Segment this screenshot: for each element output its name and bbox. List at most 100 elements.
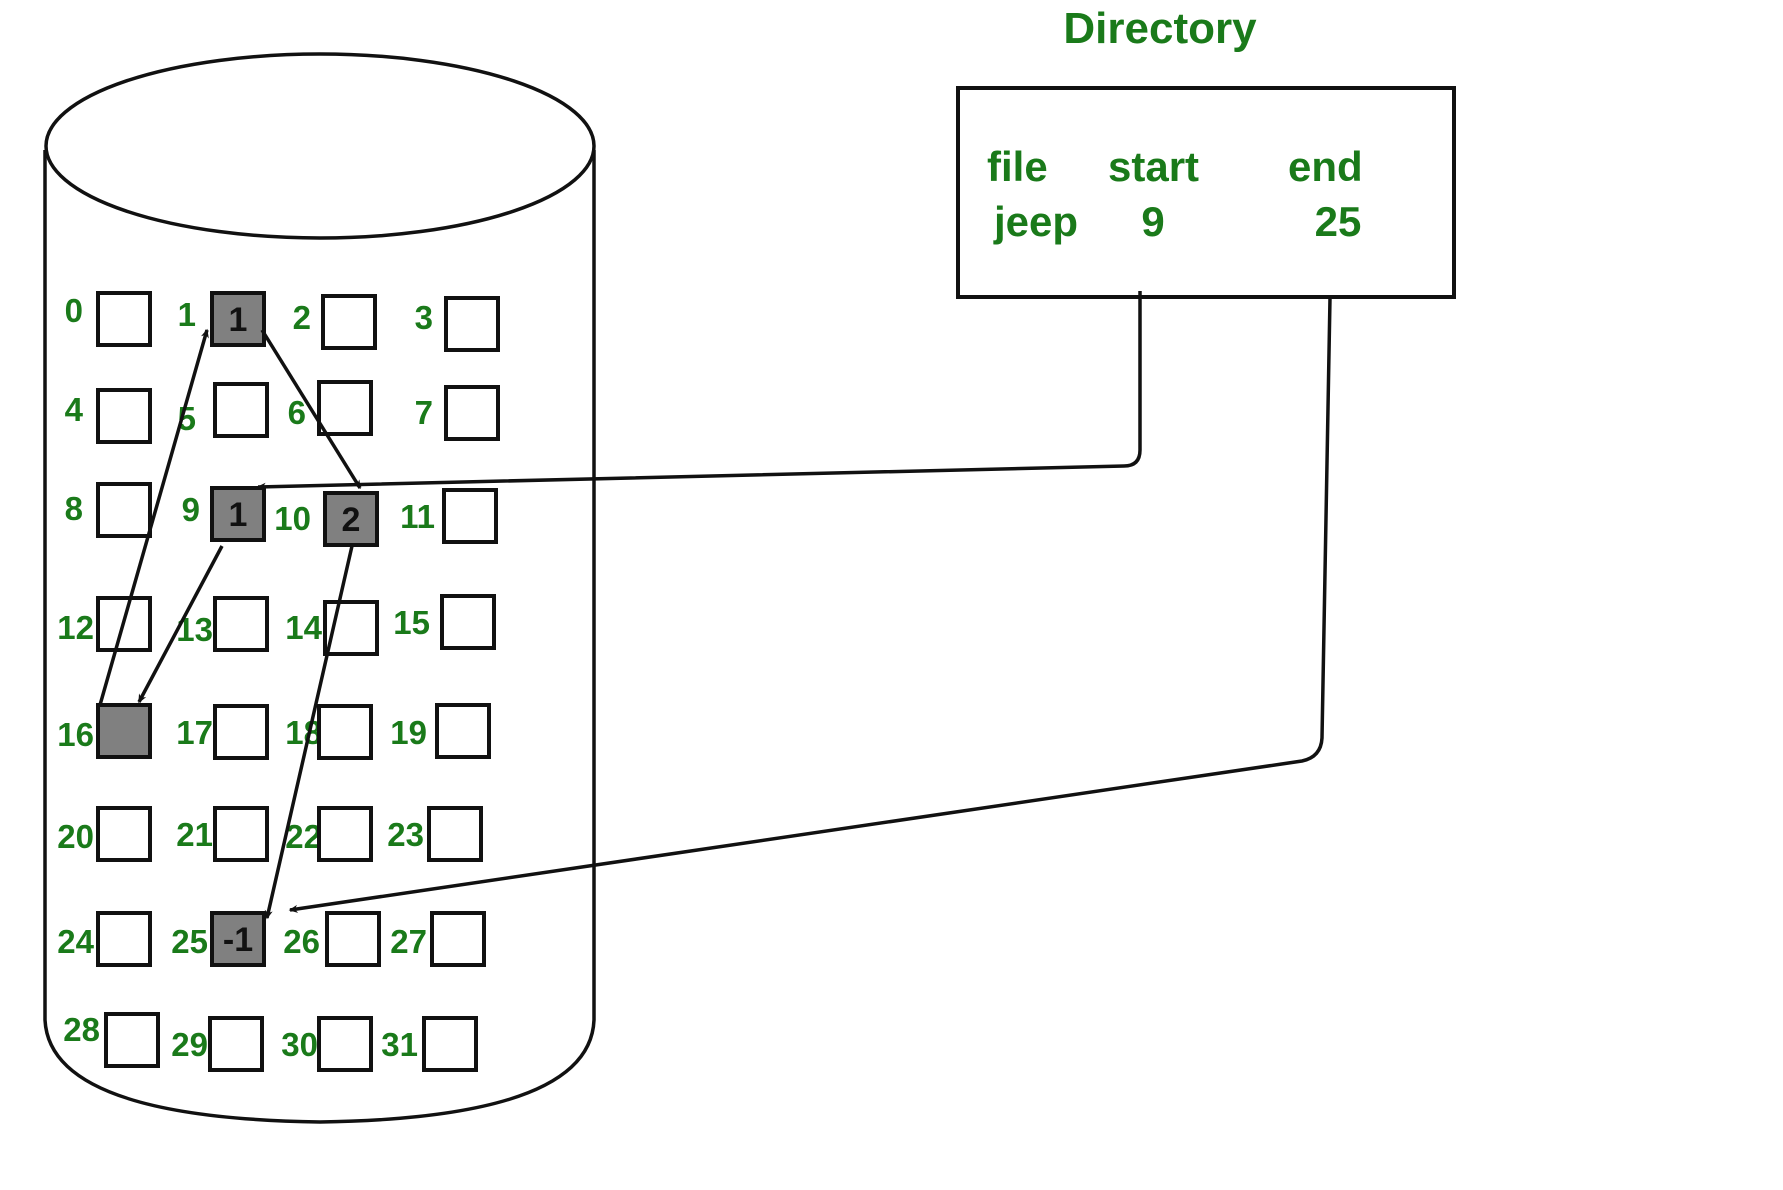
block-number-label: 29 (171, 1026, 208, 1063)
arrow-block-9-to-block-16 (137, 545, 224, 704)
disk-block-7: 7 (415, 385, 500, 441)
disk-block-28: 28 (63, 1011, 160, 1068)
block-number-label: 9 (182, 491, 200, 528)
disk-cylinder (43, 52, 596, 1124)
disk-block-6: 6 (288, 380, 373, 436)
disk-block-21: 21 (176, 806, 269, 862)
directory-header-end: end (1288, 143, 1363, 190)
block-number-label: 5 (178, 400, 196, 437)
block-number-label: 23 (387, 816, 424, 853)
block-number-label: 0 (65, 292, 83, 329)
free-block-cell (213, 806, 269, 862)
free-block-cell (422, 1016, 478, 1072)
free-block-cell (442, 488, 498, 544)
allocated-block-cell (210, 486, 266, 542)
block-number-label: 3 (415, 299, 433, 336)
block-number-label: 16 (57, 716, 94, 753)
disk-block-0: 0 (65, 291, 152, 347)
cylinder-body (43, 150, 596, 1124)
block-number-label: 13 (176, 611, 213, 648)
disk-block-23: 23 (387, 806, 483, 862)
arrow-block-1-to-block-10 (260, 329, 362, 490)
free-block-cell (444, 296, 500, 352)
free-block-cell (317, 380, 373, 436)
directory-table-box (956, 86, 1456, 299)
free-block-cell (430, 911, 486, 967)
next-pointer-value: 1 (229, 496, 248, 534)
disk-block-19: 19 (390, 703, 491, 759)
block-number-label: 20 (57, 818, 94, 855)
block-number-label: 14 (285, 609, 322, 646)
disk-block-30: 30 (281, 1016, 373, 1072)
block-number-label: 4 (65, 391, 84, 428)
allocated-block-cell (210, 291, 266, 347)
block-number-label: 24 (57, 923, 94, 960)
free-block-cell (325, 911, 381, 967)
free-block-cell (96, 291, 152, 347)
cylinder-top (44, 52, 596, 240)
block-number-label: 15 (393, 604, 430, 641)
disk-block-27: 27 (390, 911, 486, 967)
disk-block-2: 2 (293, 294, 377, 350)
free-block-cell (427, 806, 483, 862)
free-block-cell (208, 1016, 264, 1072)
block-number-label: 28 (63, 1011, 100, 1048)
disk-block-31: 31 (381, 1016, 478, 1072)
next-pointer-value: -1 (223, 921, 253, 959)
free-block-cell (213, 704, 269, 760)
disk-block-14: 14 (285, 600, 379, 656)
disk-block-25: 25-1 (171, 911, 266, 967)
disk-block-3: 3 (415, 296, 500, 352)
free-block-cell (96, 806, 152, 862)
directory-cell-start: 9 (1141, 198, 1164, 245)
directory-row[interactable]: jeep 9 25 (993, 198, 1361, 245)
free-block-cell (435, 703, 491, 759)
free-block-cell (321, 294, 377, 350)
disk-block-8: 8 (65, 482, 152, 538)
directory-title: Directory (1063, 4, 1257, 53)
directory-cell-file: jeep (993, 198, 1078, 245)
disk-block-17: 17 (176, 704, 269, 760)
disk-block-29: 29 (171, 1016, 264, 1072)
free-block-cell (96, 388, 152, 444)
free-block-cell (444, 385, 500, 441)
disk-block-5: 5 (178, 382, 269, 438)
block-number-label: 7 (415, 394, 433, 431)
free-block-cell (317, 806, 373, 862)
block-number-label: 1 (178, 296, 196, 333)
arrow-directory-start-to-block-9 (256, 291, 1142, 491)
block-number-label: 12 (57, 609, 94, 646)
block-number-label: 10 (274, 500, 311, 537)
disk-block-22: 22 (285, 806, 373, 862)
disk-block-15: 15 (393, 594, 496, 650)
disk-block-12: 12 (57, 596, 152, 652)
block-number-label: 2 (293, 299, 311, 336)
block-number-label: 19 (390, 714, 427, 751)
disk-block-18: 18 (285, 704, 373, 760)
allocated-block-cell (323, 491, 379, 547)
block-number-label: 27 (390, 923, 427, 960)
allocated-block-cell (210, 911, 266, 967)
block-number-label: 30 (281, 1026, 318, 1063)
disk-block-11: 11 (400, 488, 498, 544)
block-number-label: 22 (285, 818, 322, 855)
free-block-cell (317, 1016, 373, 1072)
allocated-block-cell (96, 703, 152, 759)
directory-header-file: file (987, 143, 1048, 190)
free-block-cell (104, 1012, 160, 1068)
arrow-block-16-to-block-1 (98, 328, 209, 706)
next-pointer-value: 1 (229, 301, 248, 339)
free-block-cell (440, 594, 496, 650)
block-number-label: 17 (176, 714, 213, 751)
block-number-label: 8 (65, 490, 83, 527)
block-number-label: 26 (283, 923, 320, 960)
disk-block-24: 24 (57, 911, 152, 967)
block-number-label: 21 (176, 816, 213, 853)
disk-block-16: 16 (57, 703, 152, 759)
arrow-directory-end-to-block-25 (288, 297, 1332, 913)
free-block-cell (213, 596, 269, 652)
block-number-label: 6 (288, 394, 306, 431)
